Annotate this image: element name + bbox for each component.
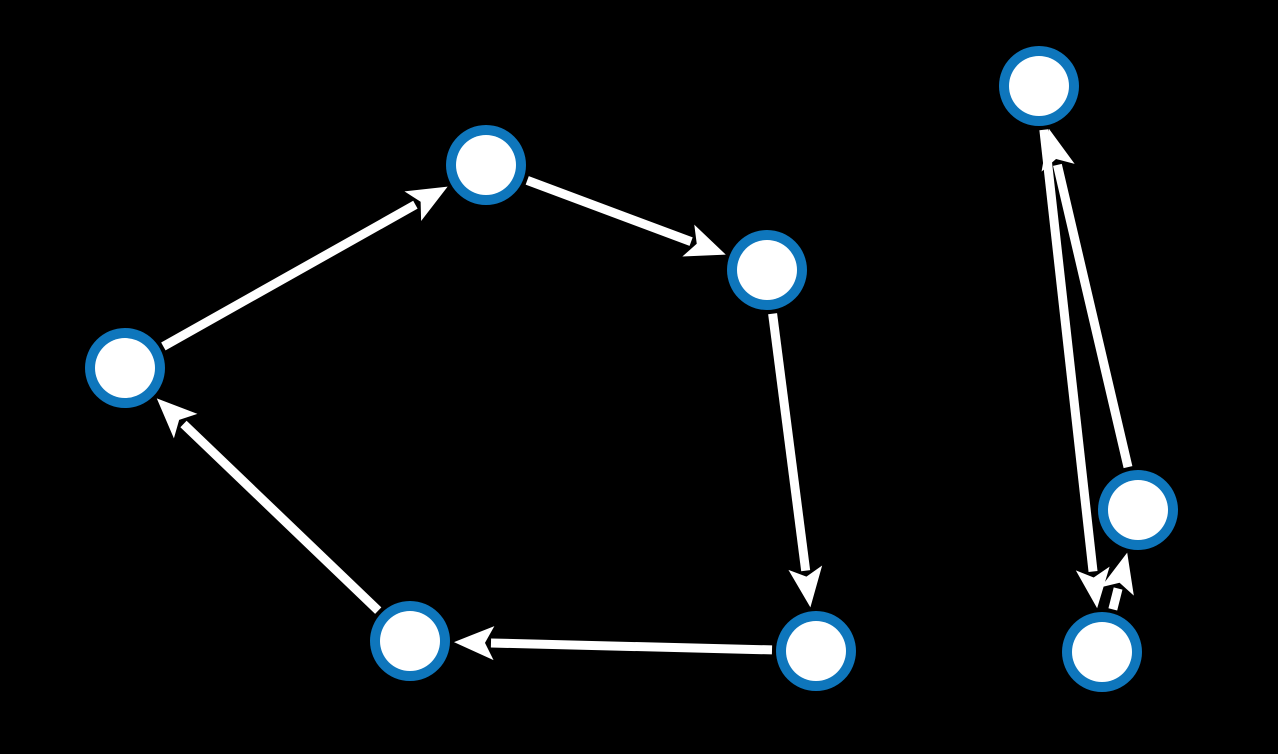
edge-arrowhead-icon — [404, 186, 448, 221]
node-fill — [456, 135, 516, 195]
graph-edge[interactable] — [525, 176, 726, 257]
edge-arrowhead-icon — [1041, 128, 1075, 172]
edge-line — [490, 638, 773, 655]
graph-node[interactable] — [370, 601, 450, 681]
node-fill — [1108, 480, 1168, 540]
node-fill — [1072, 622, 1132, 682]
edge-arrowhead-icon — [788, 565, 823, 608]
node-fill — [786, 621, 846, 681]
graph-edge[interactable] — [1039, 129, 1110, 609]
edge-line — [1108, 587, 1123, 611]
graph-edge[interactable] — [1041, 128, 1133, 469]
graph-edge[interactable] — [156, 398, 382, 614]
edges-layer — [156, 128, 1134, 661]
edge-line — [1053, 163, 1133, 469]
edge-arrowhead-icon — [1075, 566, 1110, 609]
graph-node[interactable] — [776, 611, 856, 691]
node-fill — [380, 611, 440, 671]
graph-node[interactable] — [999, 46, 1079, 126]
edge-line — [1039, 129, 1098, 572]
node-fill — [1009, 56, 1069, 116]
edge-arrowhead-icon — [1100, 552, 1134, 596]
node-fill — [737, 240, 797, 300]
graph-node[interactable] — [1098, 470, 1178, 550]
edge-arrowhead-icon — [156, 398, 198, 439]
graph-edge[interactable] — [453, 626, 773, 661]
graph-edge[interactable] — [161, 186, 448, 351]
node-fill — [95, 338, 155, 398]
edge-arrowhead-icon — [453, 626, 495, 661]
graph-edge[interactable] — [1100, 552, 1134, 611]
graph-node[interactable] — [727, 230, 807, 310]
edge-line — [161, 200, 418, 351]
edge-line — [768, 313, 811, 572]
graph-node[interactable] — [85, 328, 165, 408]
edge-arrowhead-icon — [682, 224, 726, 257]
graph-node[interactable] — [446, 125, 526, 205]
nodes-layer — [85, 46, 1178, 692]
graph-edge[interactable] — [768, 313, 823, 608]
edge-line — [525, 176, 693, 246]
edge-line — [180, 420, 382, 614]
graph-node[interactable] — [1062, 612, 1142, 692]
